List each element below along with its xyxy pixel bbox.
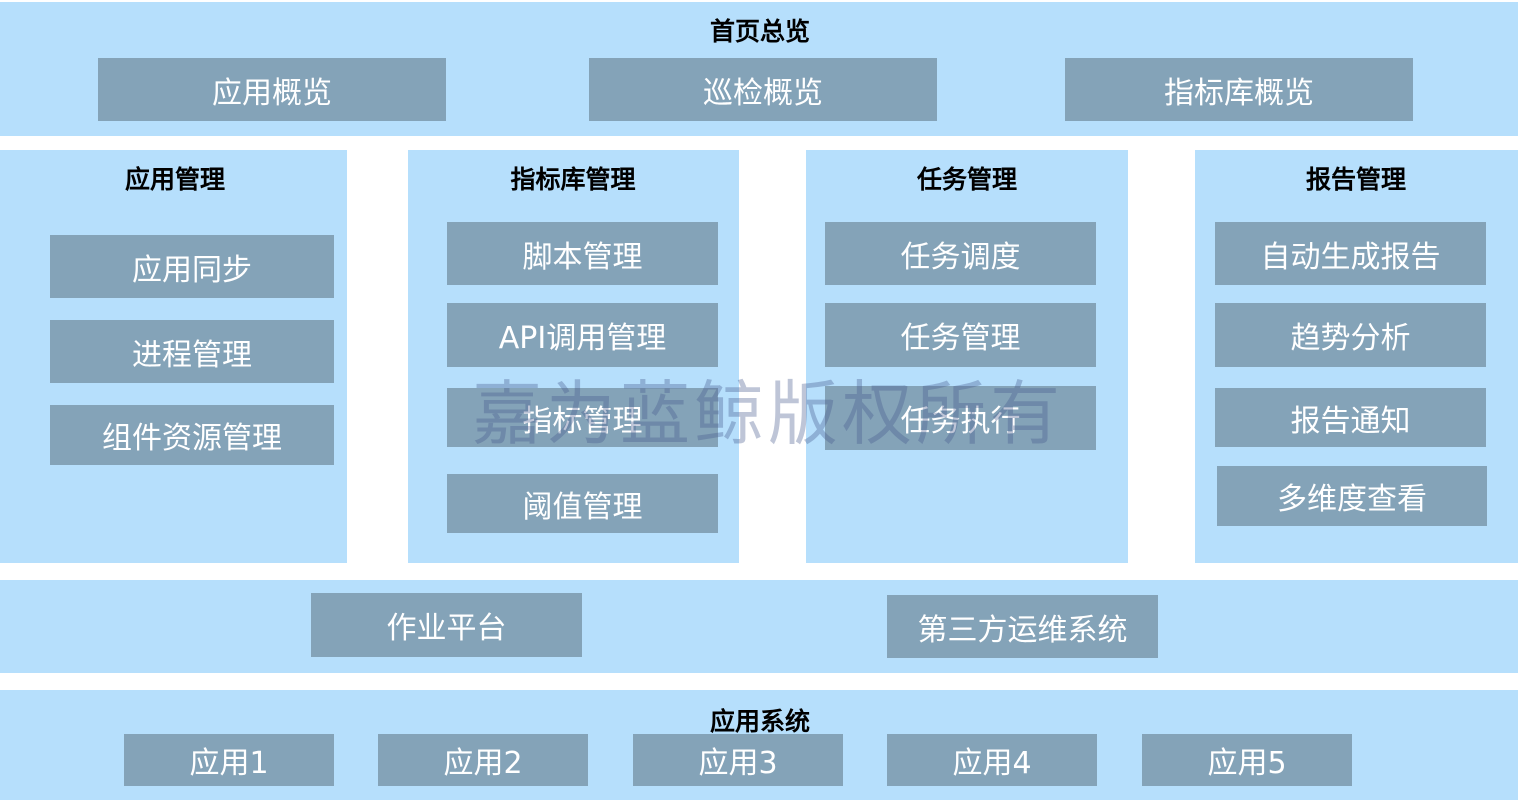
app-4-box[interactable]: 应用4	[887, 734, 1097, 786]
script-management-box[interactable]: 脚本管理	[447, 222, 718, 285]
third-party-ops-box[interactable]: 第三方运维系统	[887, 595, 1158, 658]
multi-dimension-view-box[interactable]: 多维度查看	[1217, 466, 1487, 526]
report-notification-box[interactable]: 报告通知	[1215, 388, 1486, 447]
metric-library-title: 指标库管理	[510, 165, 636, 194]
app-2-box[interactable]: 应用2	[378, 734, 588, 786]
process-management-box[interactable]: 进程管理	[50, 320, 334, 383]
platform-panel	[0, 580, 1518, 673]
task-scheduling-box[interactable]: 任务调度	[825, 222, 1096, 285]
app-sync-box[interactable]: 应用同步	[50, 235, 334, 298]
app-system-title: 应用系统	[709, 707, 811, 736]
threshold-management-box[interactable]: 阈值管理	[447, 474, 718, 533]
job-platform-box[interactable]: 作业平台	[311, 593, 582, 657]
app-1-box[interactable]: 应用1	[124, 734, 334, 786]
app-overview-box[interactable]: 应用概览	[98, 58, 446, 121]
api-management-box[interactable]: API调用管理	[447, 303, 718, 367]
trend-analysis-box[interactable]: 趋势分析	[1215, 303, 1486, 367]
auto-report-box[interactable]: 自动生成报告	[1215, 222, 1486, 285]
app-5-box[interactable]: 应用5	[1142, 734, 1352, 786]
metric-management-box[interactable]: 指标管理	[447, 388, 718, 447]
inspection-overview-box[interactable]: 巡检概览	[589, 58, 937, 121]
app-3-box[interactable]: 应用3	[633, 734, 843, 786]
metric-library-overview-box[interactable]: 指标库概览	[1065, 58, 1413, 121]
report-management-title: 报告管理	[1305, 165, 1407, 194]
task-management-title: 任务管理	[916, 165, 1018, 194]
app-management-title: 应用管理	[124, 165, 226, 194]
task-manage-box[interactable]: 任务管理	[825, 303, 1096, 367]
home-overview-title: 首页总览	[709, 17, 811, 46]
component-resource-box[interactable]: 组件资源管理	[50, 405, 334, 465]
task-execution-box[interactable]: 任务执行	[825, 386, 1096, 450]
